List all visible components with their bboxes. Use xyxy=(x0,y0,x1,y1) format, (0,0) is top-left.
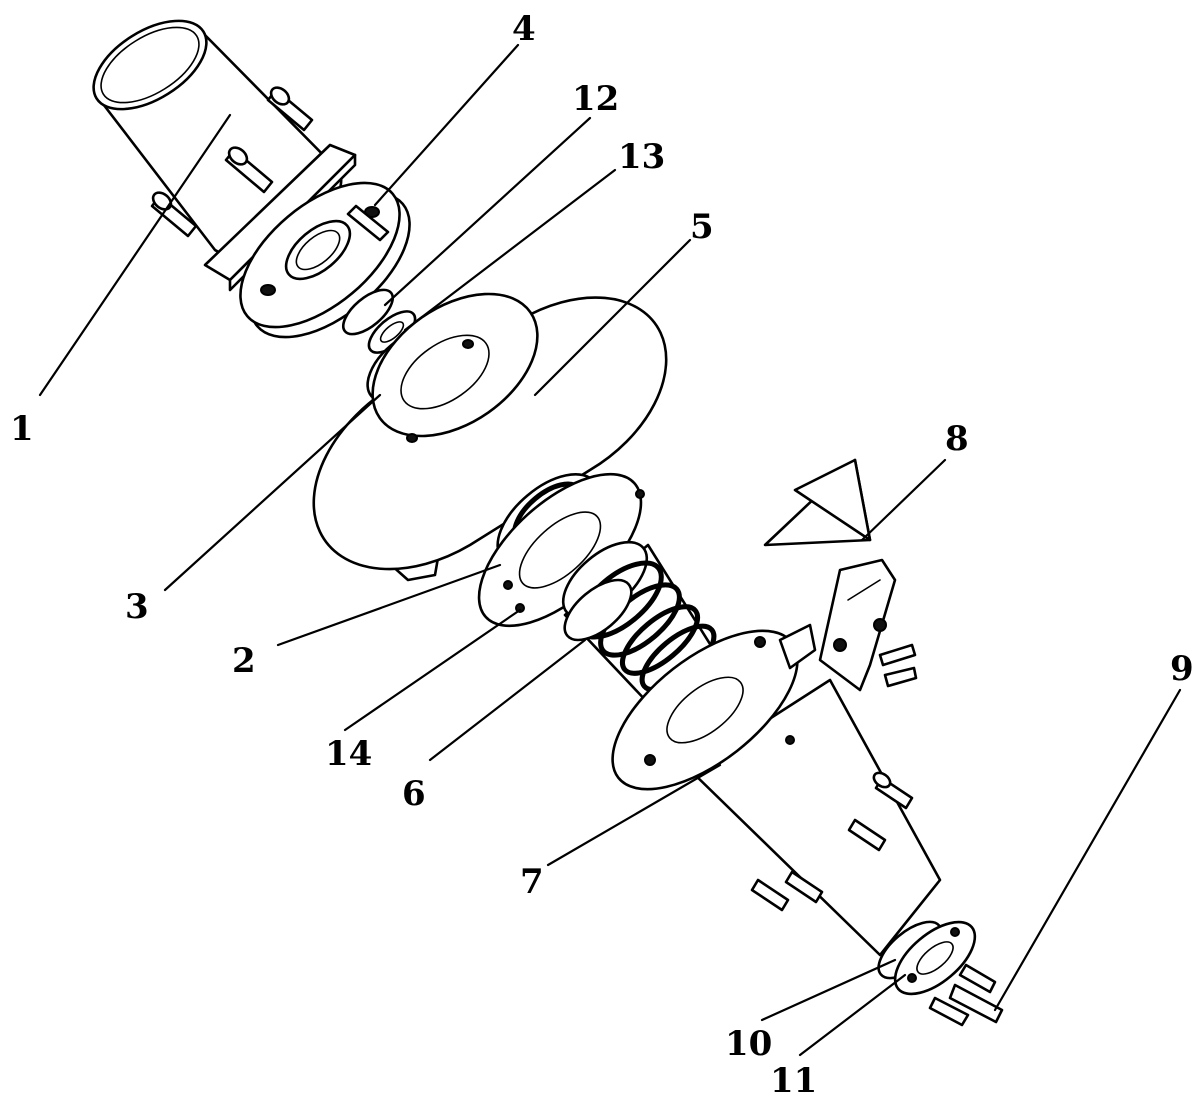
part-11-end-cap xyxy=(893,920,977,996)
callout-5: 5 xyxy=(690,207,714,247)
leader-6 xyxy=(428,638,587,762)
bolt-7a xyxy=(872,771,914,810)
bolt-7c xyxy=(750,878,790,912)
leader-8 xyxy=(860,458,947,542)
bolt-8a xyxy=(878,643,917,667)
part-9-bolts xyxy=(928,963,1004,1027)
leader-2 xyxy=(276,563,502,647)
callout-12: 12 xyxy=(572,79,619,119)
bolt-7b xyxy=(847,818,887,852)
leader-11 xyxy=(798,973,907,1057)
leader-13 xyxy=(403,168,617,332)
leader-9 xyxy=(993,688,1182,1012)
leader-14 xyxy=(343,608,522,732)
part-7-lower-housing xyxy=(611,623,942,957)
callout-8: 8 xyxy=(945,419,969,459)
callout-14: 14 xyxy=(325,734,372,774)
leader-1 xyxy=(38,113,232,397)
callout-10: 10 xyxy=(725,1024,772,1064)
callout-1: 1 xyxy=(10,409,34,449)
callout-3: 3 xyxy=(125,587,149,627)
part-8-hopper-bracket xyxy=(763,458,918,692)
leader-5 xyxy=(533,238,692,397)
part-12-washer xyxy=(342,288,394,336)
bolt-1c xyxy=(266,86,314,132)
callout-13: 13 xyxy=(618,137,665,177)
leader-7 xyxy=(546,763,722,867)
bolt-8b xyxy=(883,666,918,688)
leader-4 xyxy=(373,43,520,207)
callout-6: 6 xyxy=(402,774,426,814)
callout-2: 2 xyxy=(232,641,256,681)
callout-11: 11 xyxy=(770,1061,817,1100)
bolt-1a xyxy=(224,146,274,194)
callout-9: 9 xyxy=(1170,649,1194,689)
leader-12 xyxy=(383,116,592,307)
callout-7: 7 xyxy=(520,862,544,902)
part-5-main-body xyxy=(312,292,668,582)
bolt-7d xyxy=(784,870,824,904)
leader-10 xyxy=(760,958,897,1022)
leader-3 xyxy=(163,393,382,592)
callout-4: 4 xyxy=(512,9,536,49)
bolt-1b xyxy=(150,191,198,238)
